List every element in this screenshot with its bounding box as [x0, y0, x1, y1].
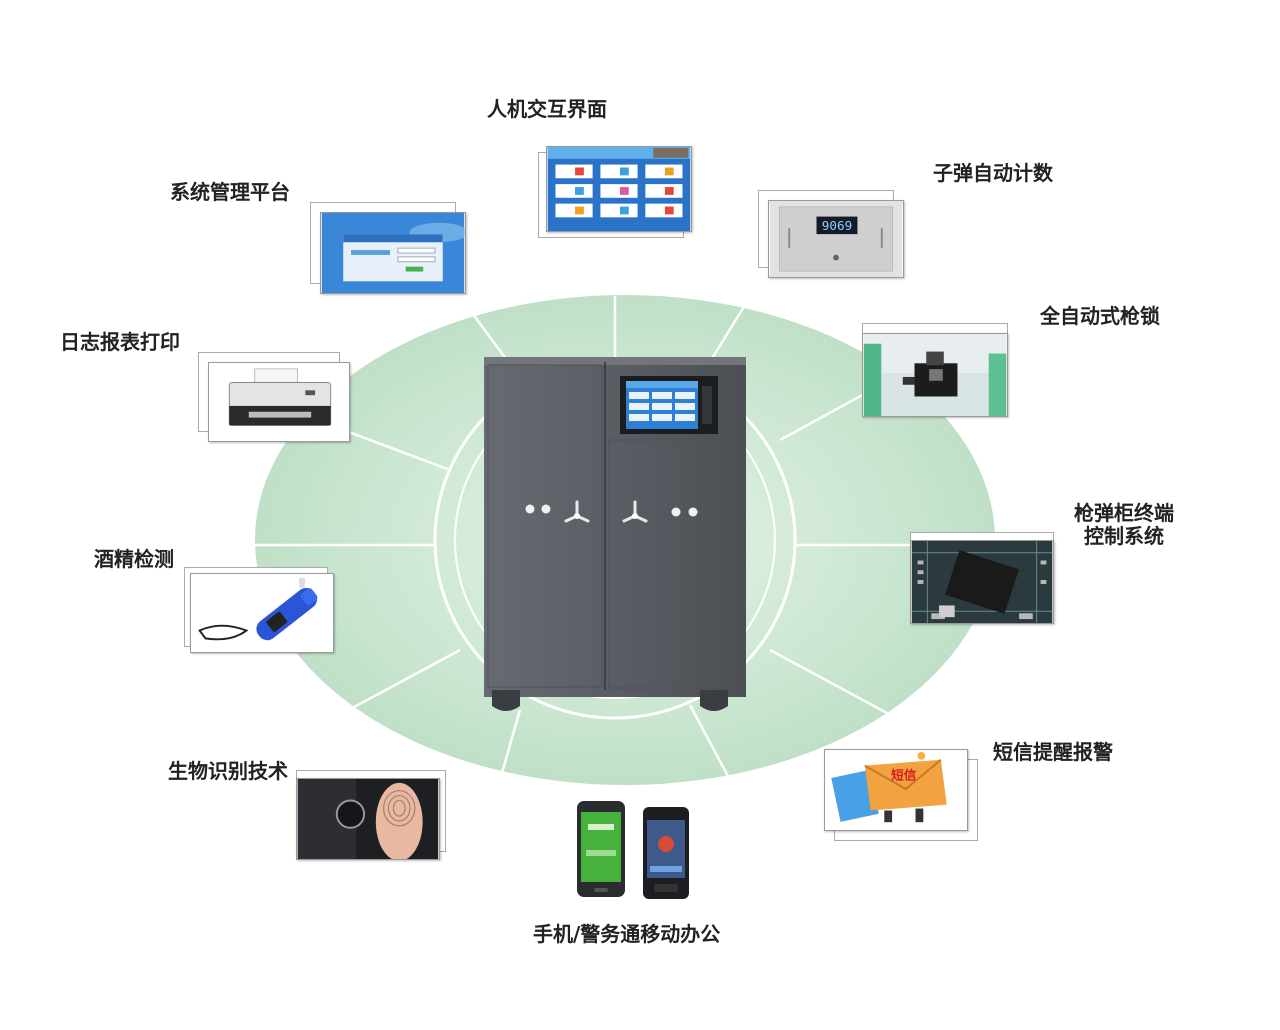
- label-log-print: 日志报表打印: [60, 330, 180, 354]
- card-alcohol: [184, 567, 334, 653]
- phone-icon: [577, 801, 625, 897]
- sms-envelope-image: 短信: [825, 750, 967, 830]
- platform-screen-image: [321, 213, 465, 293]
- card-sms-alarm: 短信: [824, 749, 978, 841]
- label-mobile: 手机/警务通移动办公: [533, 922, 721, 946]
- label-sms-alarm: 短信提醒报警: [993, 740, 1113, 764]
- label-terminal: 枪弹柜终端 控制系统: [1074, 502, 1174, 548]
- card-platform: [310, 202, 466, 294]
- card-bullet-count: 9069: [758, 190, 904, 278]
- label-hmi: 人机交互界面: [487, 97, 607, 121]
- phone-android: [576, 800, 626, 898]
- label-alcohol: 酒精检测: [94, 547, 174, 571]
- fingerprint-image: [297, 779, 439, 859]
- label-bullet-count: 子弹自动计数: [933, 161, 1053, 185]
- label-gun-lock: 全自动式枪锁: [1040, 304, 1160, 328]
- label-terminal-line2: 控制系统: [1084, 524, 1164, 548]
- cabinet-handles: [525, 500, 698, 523]
- hmi-screen-image: [547, 147, 691, 231]
- counter-display: 9069: [822, 218, 852, 233]
- circuit-board-image: [911, 541, 1053, 623]
- card-hmi: [538, 146, 692, 238]
- alcohol-tester-image: [191, 574, 333, 652]
- label-biometric: 生物识别技术: [168, 759, 288, 783]
- sms-envelope-text: 短信: [891, 767, 917, 782]
- printer-image: [209, 363, 349, 441]
- police-terminal-icon: [643, 807, 689, 899]
- gun-cabinet: [484, 357, 746, 711]
- card-terminal: [910, 532, 1054, 624]
- label-platform: 系统管理平台: [170, 180, 290, 204]
- bullet-counter-image: 9069: [769, 201, 903, 277]
- card-log-print: [198, 352, 350, 442]
- gun-lock-image: [863, 334, 1007, 416]
- card-biometric: [296, 770, 446, 860]
- phone-police: [642, 806, 690, 900]
- label-terminal-line1: 枪弹柜终端: [1074, 501, 1174, 525]
- card-gun-lock: [862, 323, 1008, 417]
